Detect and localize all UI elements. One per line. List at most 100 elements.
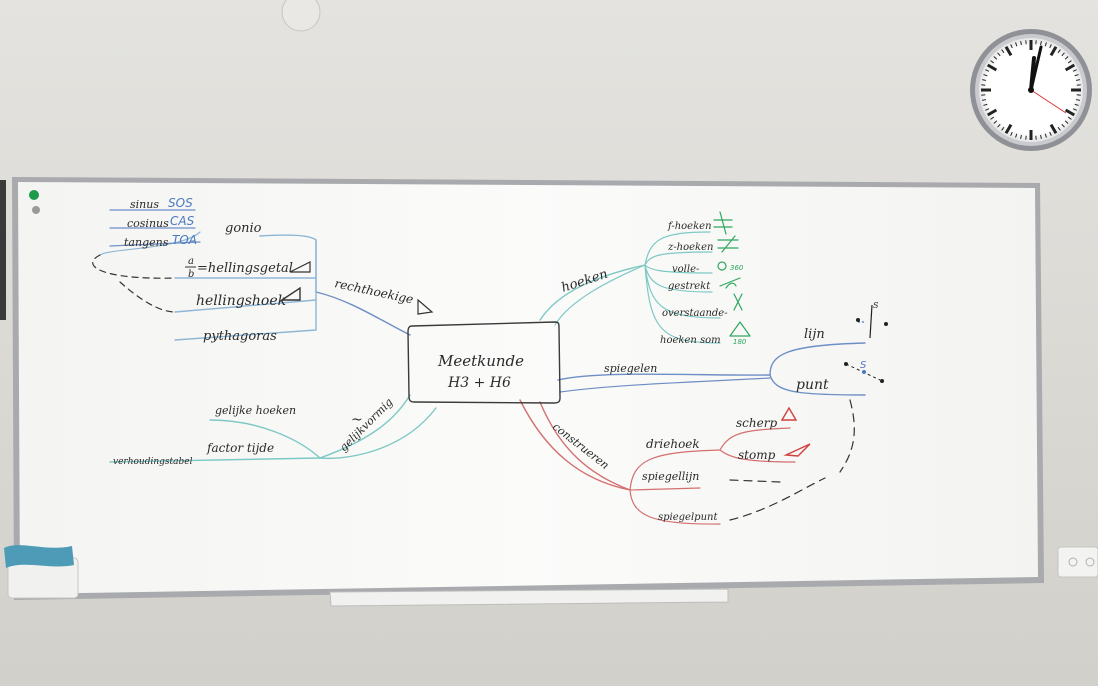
center-title: Meetkunde	[437, 352, 524, 370]
ceiling-fixture	[281, 0, 321, 32]
clock-tick	[1074, 74, 1079, 77]
clock-tick	[993, 56, 998, 60]
angle-triangle-icon	[279, 286, 301, 301]
clock-tick	[1001, 49, 1005, 54]
clock-tick	[1064, 63, 1076, 72]
label-lijn: lijn	[804, 327, 825, 342]
label-scherp: scherp	[736, 416, 777, 430]
label-spiegellijn: spiegellijn	[642, 470, 699, 483]
label-hellingshoek: hellingshoek	[196, 293, 286, 309]
label-spiegelpunt: spiegelpunt	[658, 512, 718, 523]
hoeken-item-3: gestrekt	[668, 281, 711, 292]
label-cosinus: cosinus	[127, 217, 169, 230]
label-factor-tijde: factor tijde	[206, 441, 274, 455]
center-node-box	[407, 321, 561, 404]
clock-tick	[981, 99, 987, 101]
acute-triangle-icon	[780, 406, 798, 421]
clock-tick	[1067, 60, 1072, 64]
label-fraction-top: a	[188, 256, 194, 267]
obtuse-triangle-icon	[783, 443, 811, 457]
clock-tick	[985, 69, 990, 72]
clock-tick	[1004, 123, 1013, 135]
f-angle-icon	[713, 211, 733, 235]
hoeken-item-5: hoeken som	[660, 335, 721, 346]
mirror-point-s-label: S	[860, 360, 867, 371]
mirror-line-icon	[856, 304, 888, 339]
eraser-cloth	[4, 545, 74, 568]
angle-180-label: 180	[733, 338, 747, 346]
label-tilde: ~	[351, 412, 363, 428]
clock-tick	[983, 103, 988, 106]
label-toa: TOA	[172, 233, 197, 247]
clock-tick	[1074, 103, 1079, 106]
clock-tick	[1020, 40, 1022, 46]
label-stomp: stomp	[738, 448, 776, 462]
clock-tick	[1015, 133, 1018, 138]
clock-tick	[1044, 133, 1047, 138]
clock-tick	[990, 116, 995, 120]
clock-tick	[1075, 79, 1081, 81]
label-tangens: tangens	[124, 236, 169, 249]
label-gonio: gonio	[225, 221, 262, 236]
clock-tick	[1044, 42, 1047, 47]
clock-tick	[1061, 52, 1065, 57]
mirror-line-s-label: S	[873, 301, 879, 310]
full-angle-icon	[717, 261, 727, 271]
clock-tick	[993, 120, 998, 124]
clock-tick	[1061, 123, 1065, 128]
clock-tick	[1057, 49, 1061, 54]
clock-tick	[1064, 120, 1069, 124]
label-punt: punt	[796, 377, 829, 393]
clock-second-hand	[1030, 89, 1067, 114]
clock-tick	[997, 123, 1001, 128]
label-verhoudingstabel: verhoudingstabel	[113, 457, 193, 467]
clock-tick	[1049, 131, 1052, 136]
label-sinus: sinus	[130, 198, 159, 211]
clock-tick	[981, 79, 987, 81]
clock-minute-hand	[1029, 45, 1043, 92]
straight-angle-icon	[719, 277, 741, 289]
angle-360-label: 360	[730, 264, 744, 272]
clock-tick	[1067, 116, 1072, 120]
clock-tick	[1064, 56, 1069, 60]
clock-tick	[986, 108, 998, 117]
hoeken-item-2: volle-	[672, 264, 700, 275]
clock-tick	[1072, 108, 1077, 111]
center-subtitle: H3 + H6	[447, 375, 511, 391]
slope-triangle-icon	[289, 261, 311, 273]
clock-tick	[1049, 123, 1058, 135]
triangle-angle-sum-icon	[729, 321, 751, 337]
hoeken-item-0: f-hoeken	[667, 221, 712, 232]
clock-tick	[1015, 42, 1018, 47]
clock-tick	[1049, 45, 1058, 57]
magnet-grey	[32, 206, 40, 214]
branch-spiegelen: spiegelen	[604, 362, 657, 375]
label-cas: CAS	[170, 214, 195, 228]
label-gelijke-hoeken: gelijke hoeken	[215, 404, 296, 417]
whiteboard	[4, 177, 1098, 607]
magnet-green	[29, 190, 39, 200]
left-edge-shadow	[0, 180, 6, 320]
mindmap-connectors	[92, 209, 866, 525]
clock-tick	[1049, 44, 1052, 49]
label-driehoek: driehoek	[646, 437, 700, 451]
hoeken-item-1: z-hoeken	[667, 242, 713, 253]
z-angle-icon	[717, 235, 739, 253]
clock-tick	[1001, 126, 1005, 131]
clock-tick	[986, 63, 998, 72]
right-triangle-icon	[417, 298, 434, 315]
clock-tick	[1040, 134, 1042, 140]
hoeken-item-4: overstaande-	[662, 308, 728, 319]
clock-tick	[1064, 108, 1076, 117]
clock-tick	[1057, 126, 1061, 131]
wall-clock	[970, 29, 1092, 151]
clock-tick	[990, 60, 995, 64]
clock-tick	[1004, 45, 1013, 57]
clock-tick	[1010, 44, 1013, 49]
opposite-angle-icon	[733, 293, 743, 311]
label-fraction-bottom: b	[188, 269, 194, 280]
label-hellingsgetal: =hellingsgetal	[197, 261, 293, 276]
mirror-point-icon	[844, 362, 884, 383]
clock-tick	[1072, 69, 1077, 72]
